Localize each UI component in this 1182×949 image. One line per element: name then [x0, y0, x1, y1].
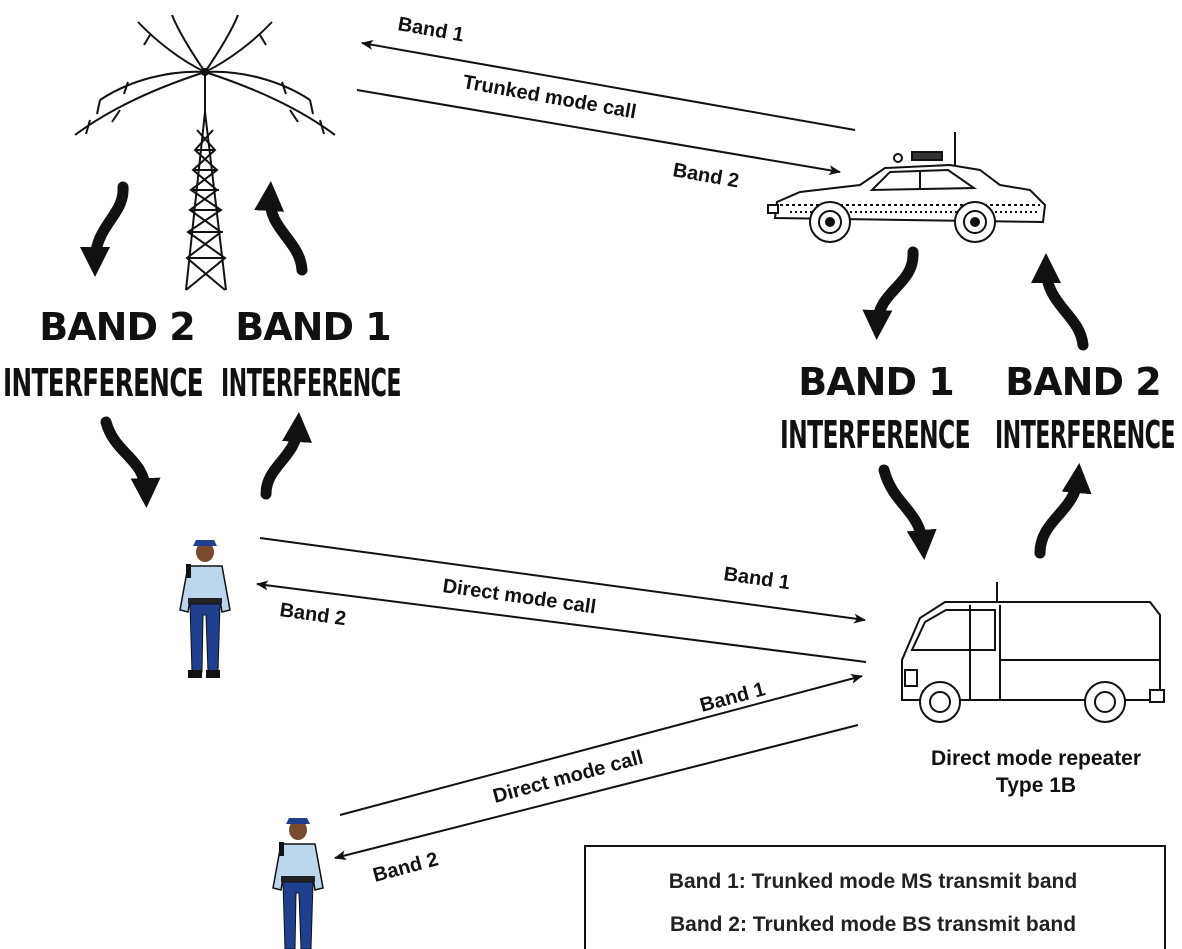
direct-lower-band1-arrow — [339, 673, 863, 816]
police-officer-icon-lower — [272, 818, 324, 949]
left-band2-interference-label: BAND 2 INTERFERENCE — [3, 305, 204, 405]
svg-text:INTERFERENCE: INTERFERENCE — [221, 361, 401, 405]
direct-lower-band2-label: Band 2 — [371, 848, 441, 887]
base-station-tower-icon — [74, 14, 336, 291]
right-band1-down-arrow-bottom — [878, 464, 937, 560]
left-band1-up-arrow-top — [254, 181, 308, 276]
repeater-van-icon — [901, 582, 1165, 723]
svg-text:INTERFERENCE: INTERFERENCE — [3, 361, 203, 405]
legend-box: Band 1: Trunked mode MS transmit band Ba… — [584, 845, 1166, 949]
svg-text:INTERFERENCE: INTERFERENCE — [780, 413, 970, 457]
repeater-caption-line2: Type 1B — [996, 774, 1076, 797]
direct-links-upper — [256, 537, 867, 663]
right-band1-down-arrow-top — [862, 246, 919, 340]
trunked-band1-arrow — [361, 39, 856, 131]
right-band2-up-arrow-bottom — [1034, 463, 1092, 559]
direct-upper-band2-arrow — [256, 580, 867, 663]
repeater-caption-line1: Direct mode repeater — [931, 747, 1141, 770]
trunked-band2-label: Band 2 — [671, 159, 740, 192]
trunked-call-label: Trunked mode call — [461, 71, 638, 123]
direct-links-lower — [334, 673, 863, 861]
legend-band2: Band 2: Trunked mode BS transmit band — [670, 913, 1076, 936]
police-officer-icon-upper — [179, 540, 231, 678]
legend-band1: Band 1: Trunked mode MS transmit band — [669, 870, 1077, 893]
svg-text:INTERFERENCE: INTERFERENCE — [995, 413, 1175, 457]
direct-upper-band1-label: Band 1 — [722, 563, 791, 594]
police-car-icon — [767, 132, 1047, 243]
left-band1-up-arrow-bottom — [260, 412, 312, 500]
direct-upper-band2-label: Band 2 — [278, 599, 347, 630]
right-band2-up-arrow-top — [1031, 253, 1089, 351]
svg-text:BAND 2: BAND 2 — [39, 305, 194, 349]
right-band2-interference-label: BAND 2 INTERFERENCE — [995, 360, 1176, 457]
trunked-band1-label: Band 1 — [396, 13, 465, 46]
direct-lower-band2-arrow — [334, 724, 859, 861]
svg-text:BAND 1: BAND 1 — [235, 305, 390, 349]
svg-text:BAND 1: BAND 1 — [798, 360, 953, 404]
trunked-links — [356, 39, 856, 176]
left-band2-down-arrow-bottom — [100, 416, 161, 508]
right-band1-interference-label: BAND 1 INTERFERENCE — [780, 360, 971, 457]
direct-upper-band1-arrow — [259, 537, 866, 624]
left-band2-down-arrow-top — [80, 181, 129, 277]
svg-text:BAND 2: BAND 2 — [1005, 360, 1160, 404]
direct-upper-call-label: Direct mode call — [441, 575, 597, 618]
interference-arrows — [80, 181, 1092, 560]
trunked-band2-arrow — [356, 89, 841, 176]
left-band1-interference-label: BAND 1 INTERFERENCE — [221, 305, 402, 405]
